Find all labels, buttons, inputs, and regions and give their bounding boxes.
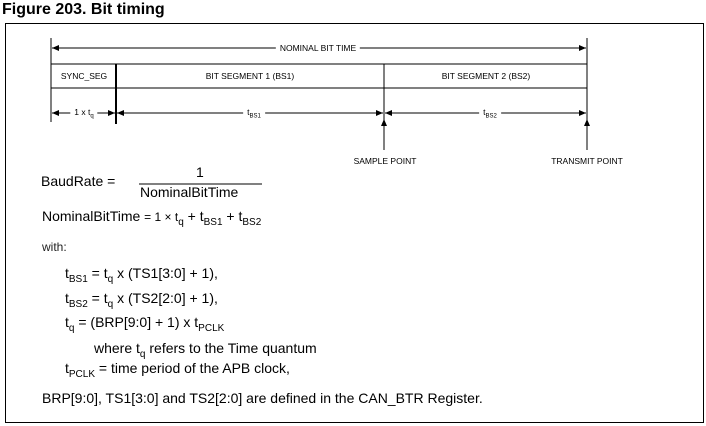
tq-formula: tq = (BRP[9:0] + 1) x tPCLK [65, 314, 225, 334]
tbs2-formula: tBS2 = tq x (TS2[2:0] + 1), [65, 290, 218, 310]
with-label: with: [42, 240, 67, 254]
transmit-point-label: TRANSMIT POINT [551, 156, 623, 166]
bs2-label: BIT SEGMENT 2 (BS2) [441, 71, 531, 81]
nominal-bit-time-formula: NominalBitTime = 1 × tq + tBS1 + tBS2 [42, 208, 262, 228]
tpclk-description: tPCLK = time period of the APB clock, [65, 360, 290, 380]
baudrate-denominator: NominalBitTime [140, 184, 239, 200]
sync-seg-label: SYNC_SEG [60, 71, 108, 81]
tq-description: where tq refers to the Time quantum [94, 340, 317, 360]
baudrate-lhs: BaudRate = [41, 173, 116, 189]
sample-point-label: SAMPLE POINT [353, 156, 417, 166]
bs1-label: BIT SEGMENT 1 (BS1) [205, 71, 295, 81]
figure-frame [5, 23, 704, 423]
figure-title: Figure 203. Bit timing [2, 1, 165, 18]
baudrate-numerator: 1 [196, 164, 204, 180]
tbs2-label: tBS2 [479, 107, 501, 120]
sync-duration-label: 1 x tq [70, 107, 98, 120]
nominal-bit-time-label: NOMINAL BIT TIME [275, 43, 361, 53]
tbs1-label: tBS1 [243, 107, 265, 120]
register-footer: BRP[9:0], TS1[3:0] and TS2[2:0] are defi… [42, 390, 483, 406]
tbs1-formula: tBS1 = tq x (TS1[3:0] + 1), [65, 265, 218, 285]
